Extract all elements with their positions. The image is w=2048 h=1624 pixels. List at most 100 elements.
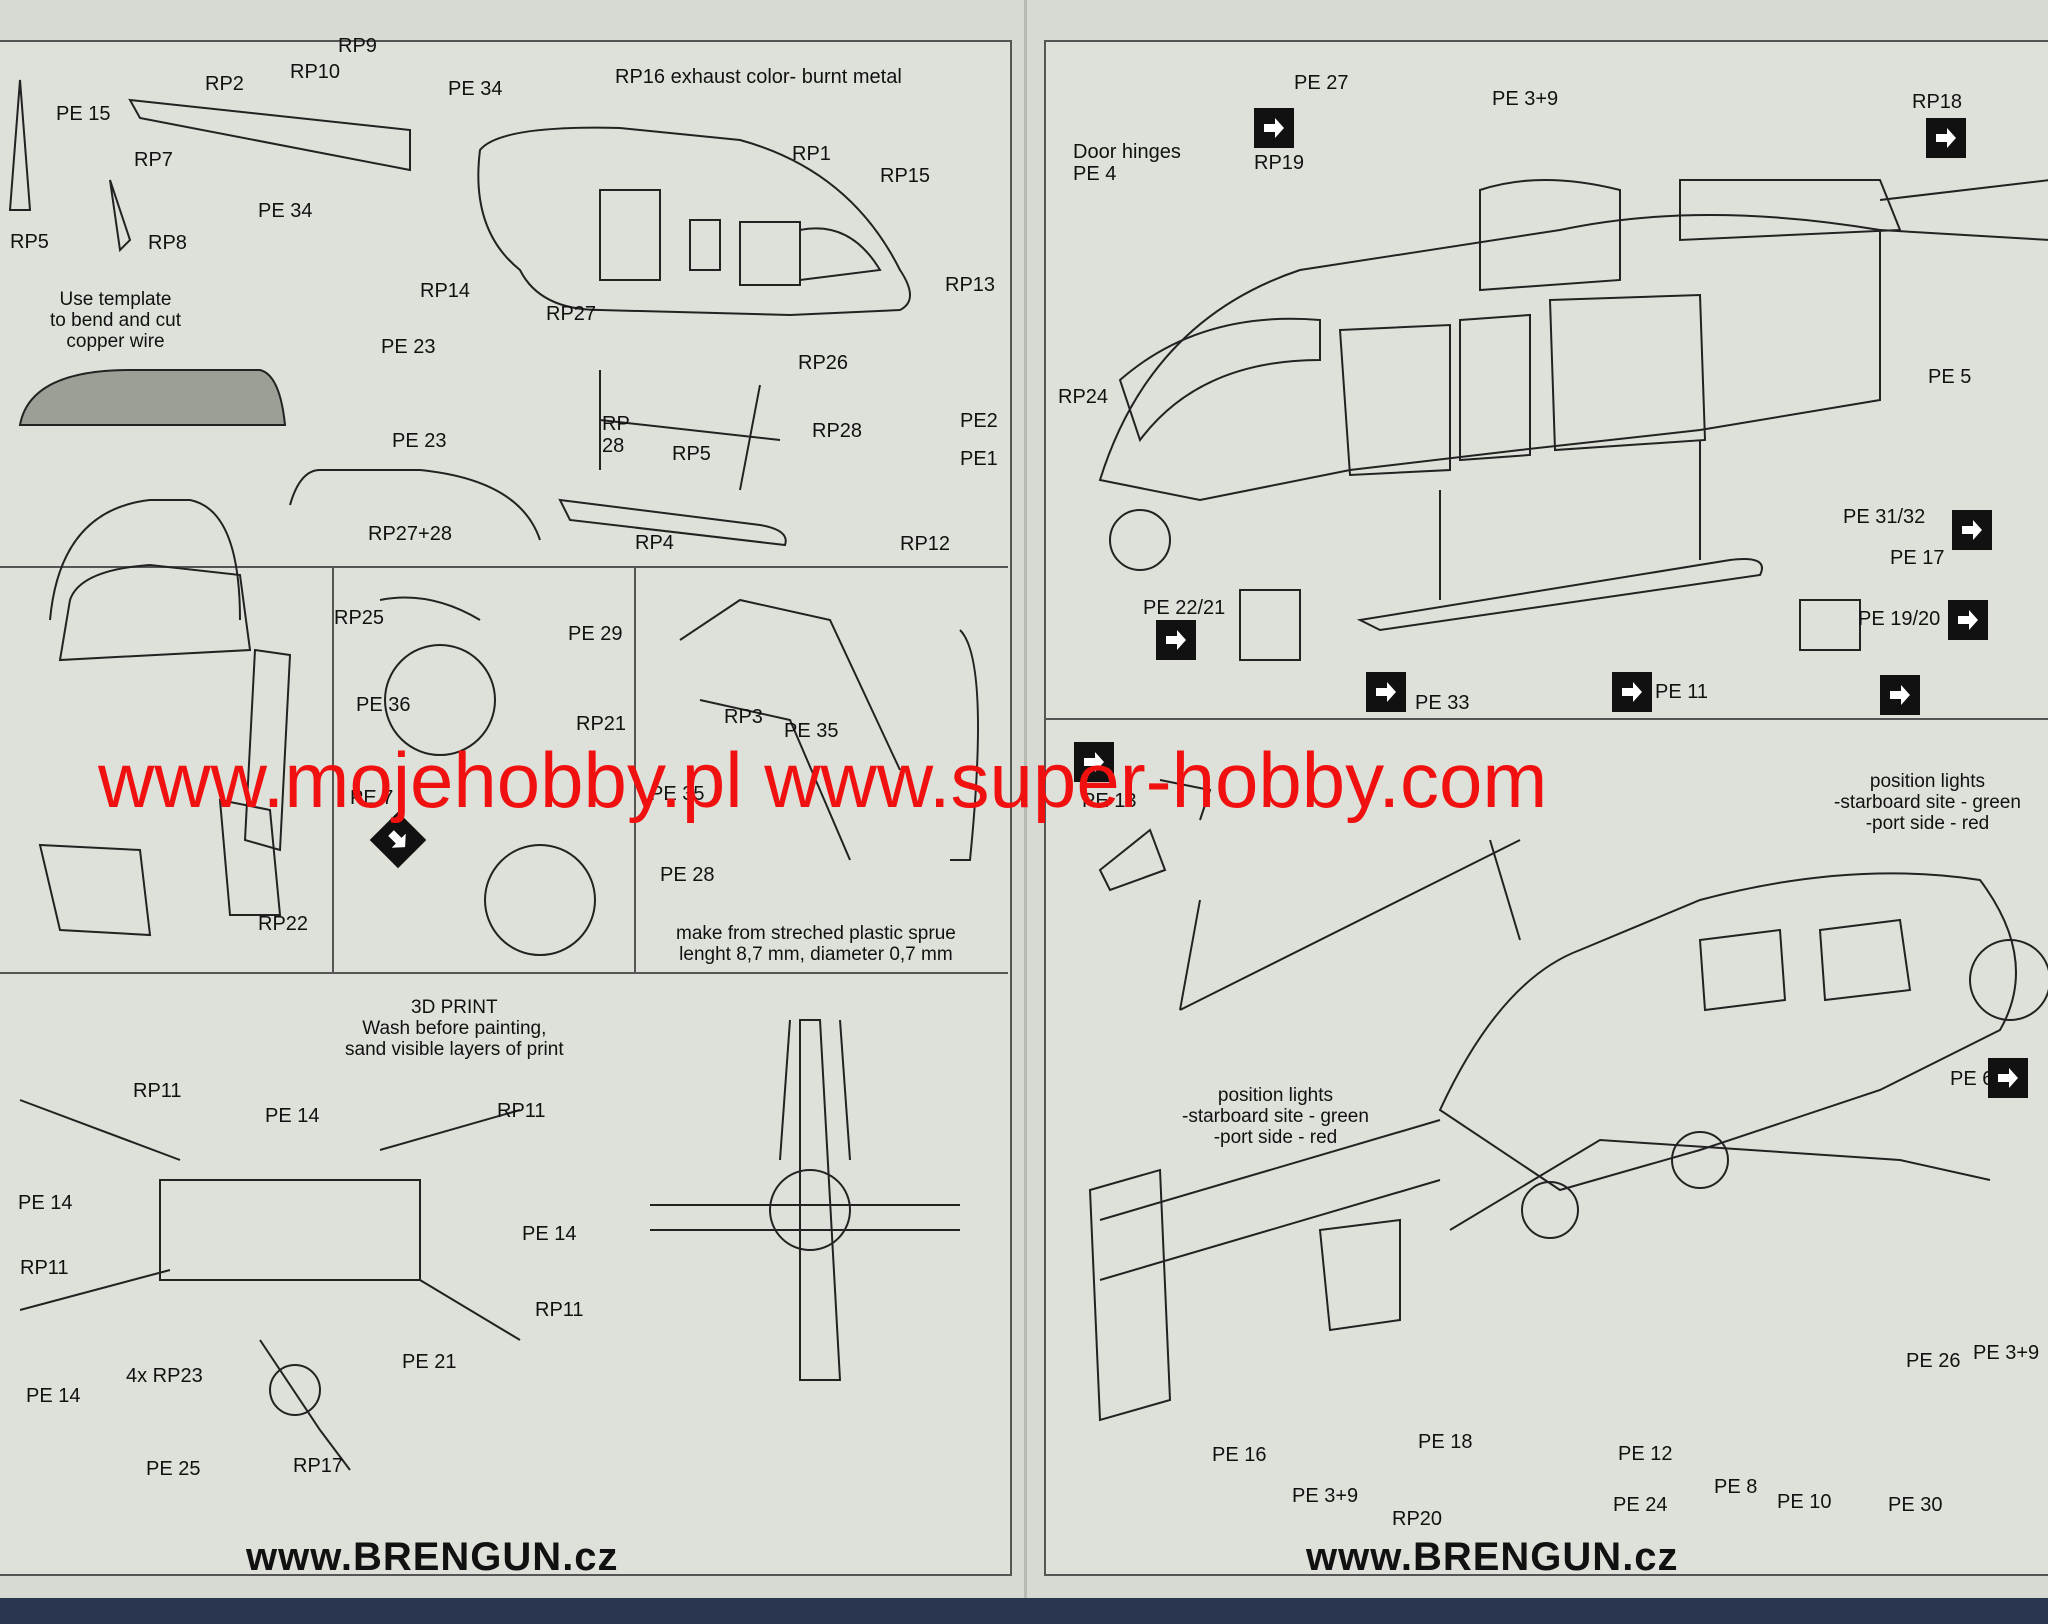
rotor-hub-drawing [159,1179,421,1281]
label-pe14: PE 14 [522,1223,577,1245]
footer-url-left: www.BRENGUN.cz [246,1535,619,1579]
fuselage-drawing-right [1098,214,1881,502]
label-rp15: RP15 [880,165,931,187]
divider [0,566,1008,568]
label-pe14: PE 14 [18,1192,73,1214]
fuselage-drawing [477,126,911,317]
label-pe36: PE 36 [356,694,411,716]
label-pe23: PE 23 [381,336,436,358]
template-drawing [18,369,287,426]
label-pe25: PE 25 [146,1458,201,1480]
divider [634,566,636,972]
direction-mark-icon [1952,510,1992,550]
label-rp2: RP2 [205,73,244,95]
label-rp14: RP14 [420,280,471,302]
label-pe2: PE2 [960,410,998,432]
label-rp18: RP18 [1912,91,1963,113]
label-rp26: RP26 [798,352,849,374]
direction-mark-icon [1880,675,1920,715]
label-pe31-32: PE 31/32 [1843,506,1926,528]
label-pe35: PE 35 [784,720,839,742]
label-rp5: RP5 [10,231,49,253]
skid-drawing [558,498,787,547]
label-pe14: PE 14 [265,1105,320,1127]
label-pe29: PE 29 [568,623,623,645]
divider [0,972,1008,974]
label-pe3-9: PE 3+9 [1492,88,1559,110]
label-pe16: PE 16 [1212,1444,1267,1466]
label-pe11: PE 11 [1655,681,1708,703]
label-pe26: PE 26 [1906,1350,1961,1372]
label-pe34: PE 34 [258,200,313,222]
label-pe28: PE 28 [660,864,715,886]
fuselage-drawing-bottom [1438,872,2017,1192]
label-pe34: PE 34 [448,78,503,100]
label-rp9: RP9 [338,35,377,57]
label-rp10: RP10 [290,61,341,83]
direction-mark-icon [1156,620,1196,660]
label-pe27: PE 27 [1294,72,1349,94]
label-pe6: PE 6 [1950,1068,1994,1090]
label-rp23: 4x RP23 [126,1365,203,1387]
label-rp1: RP1 [792,143,831,165]
label-rp4: RP4 [635,532,674,554]
label-rp22: RP22 [258,913,309,935]
label-pe5: PE 5 [1928,366,1972,388]
label-rp20: RP20 [1392,1508,1443,1530]
label-pe7: PE 7 [350,787,394,809]
label-pe13: PE 13 [1082,790,1137,812]
note-sprue: make from streched plastic sprue lenght … [676,923,956,965]
label-pe1: PE1 [960,448,998,470]
left-page [0,40,1012,1576]
direction-mark-icon [1926,118,1966,158]
divider [1046,718,2048,720]
label-pe19-20: PE 19/20 [1858,608,1941,630]
label-rp19: RP19 [1254,152,1305,174]
label-rp27: RP27 [546,303,597,325]
label-pe22-21: PE 22/21 [1143,597,1226,619]
label-pe35: PE 35 [650,783,705,805]
label-pe12: PE 12 [1618,1443,1673,1465]
label-rp3: RP3 [724,706,763,728]
label-rp13: RP13 [945,274,996,296]
label-pe8: PE 8 [1714,1476,1758,1498]
label-rp7: RP7 [134,149,173,171]
label-rp16: RP16 exhaust color- burnt metal [615,66,902,88]
label-rp12: RP12 [900,533,951,555]
direction-mark-icon [1988,1058,2028,1098]
watermark: www.mojehobby.pl www.super-hobby.com [98,736,1548,824]
footer-url-right: www.BRENGUN.cz [1306,1535,1679,1579]
label-pe15: PE 15 [56,103,111,125]
label-rp11: RP11 [133,1080,182,1102]
label-rp28: RP28 [812,420,863,442]
label-rp5: RP5 [672,443,711,465]
label-pe14: PE 14 [26,1385,81,1407]
label-pe23: PE 23 [392,430,447,452]
note-3d-print: 3D PRINT Wash before painting, sand visi… [345,997,564,1060]
label-rp11: RP11 [20,1257,69,1279]
label-rp17: RP17 [293,1455,344,1477]
label-pe17: PE 17 [1890,547,1945,569]
tail-boom-drawing [128,98,411,172]
label-pe3-9: PE 3+9 [1292,1485,1359,1507]
direction-mark-icon [1254,108,1294,148]
direction-mark-icon [1948,600,1988,640]
note-position-lights: position lights -starboard site - green … [1834,771,2021,834]
label-rp25: RP25 [334,607,385,629]
label-rp8: RP8 [148,232,187,254]
label-rp21: RP21 [576,713,627,735]
background-edge [0,1598,2048,1624]
label-pe24: PE 24 [1613,1494,1668,1516]
label-pe18: PE 18 [1418,1431,1473,1453]
direction-mark-icon [1074,742,1114,782]
label-rp24: RP24 [1058,386,1109,408]
label-pe33: PE 33 [1415,692,1470,714]
label-rp28: RP 28 [602,413,630,457]
label-door-hinges: Door hinges PE 4 [1073,141,1181,185]
label-pe3-9: PE 3+9 [1973,1342,2040,1364]
label-rp11: RP11 [497,1100,546,1122]
label-pe21: PE 21 [402,1351,457,1373]
note-template: Use template to bend and cut copper wire [50,289,181,352]
